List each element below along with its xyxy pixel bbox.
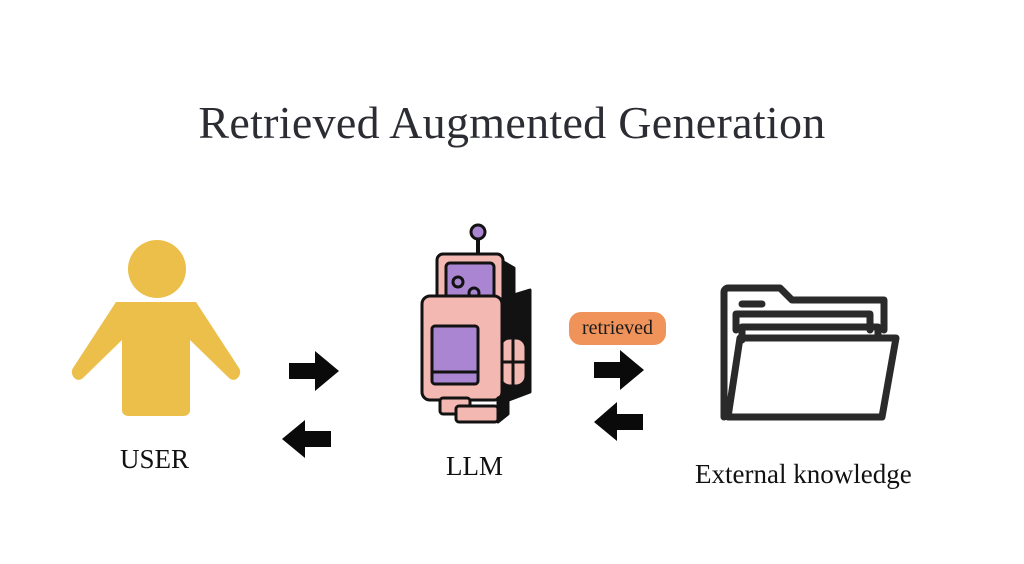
edge-label-retrieved: retrieved bbox=[569, 312, 666, 345]
robot-icon bbox=[420, 223, 532, 424]
arrow-llm-to-knowledge bbox=[594, 350, 644, 390]
arrow-user-to-llm bbox=[289, 351, 339, 391]
node-label-user: USER bbox=[120, 444, 190, 474]
node-label-external-knowledge: External knowledge bbox=[695, 459, 912, 489]
arrow-knowledge-to-llm bbox=[594, 402, 643, 441]
person-icon bbox=[71, 240, 241, 416]
node-label-llm: LLM bbox=[446, 451, 503, 481]
arrow-llm-to-user bbox=[282, 420, 331, 458]
folder-icon bbox=[720, 284, 900, 421]
diagram-title: Retrieved Augmented Generation bbox=[198, 97, 826, 148]
